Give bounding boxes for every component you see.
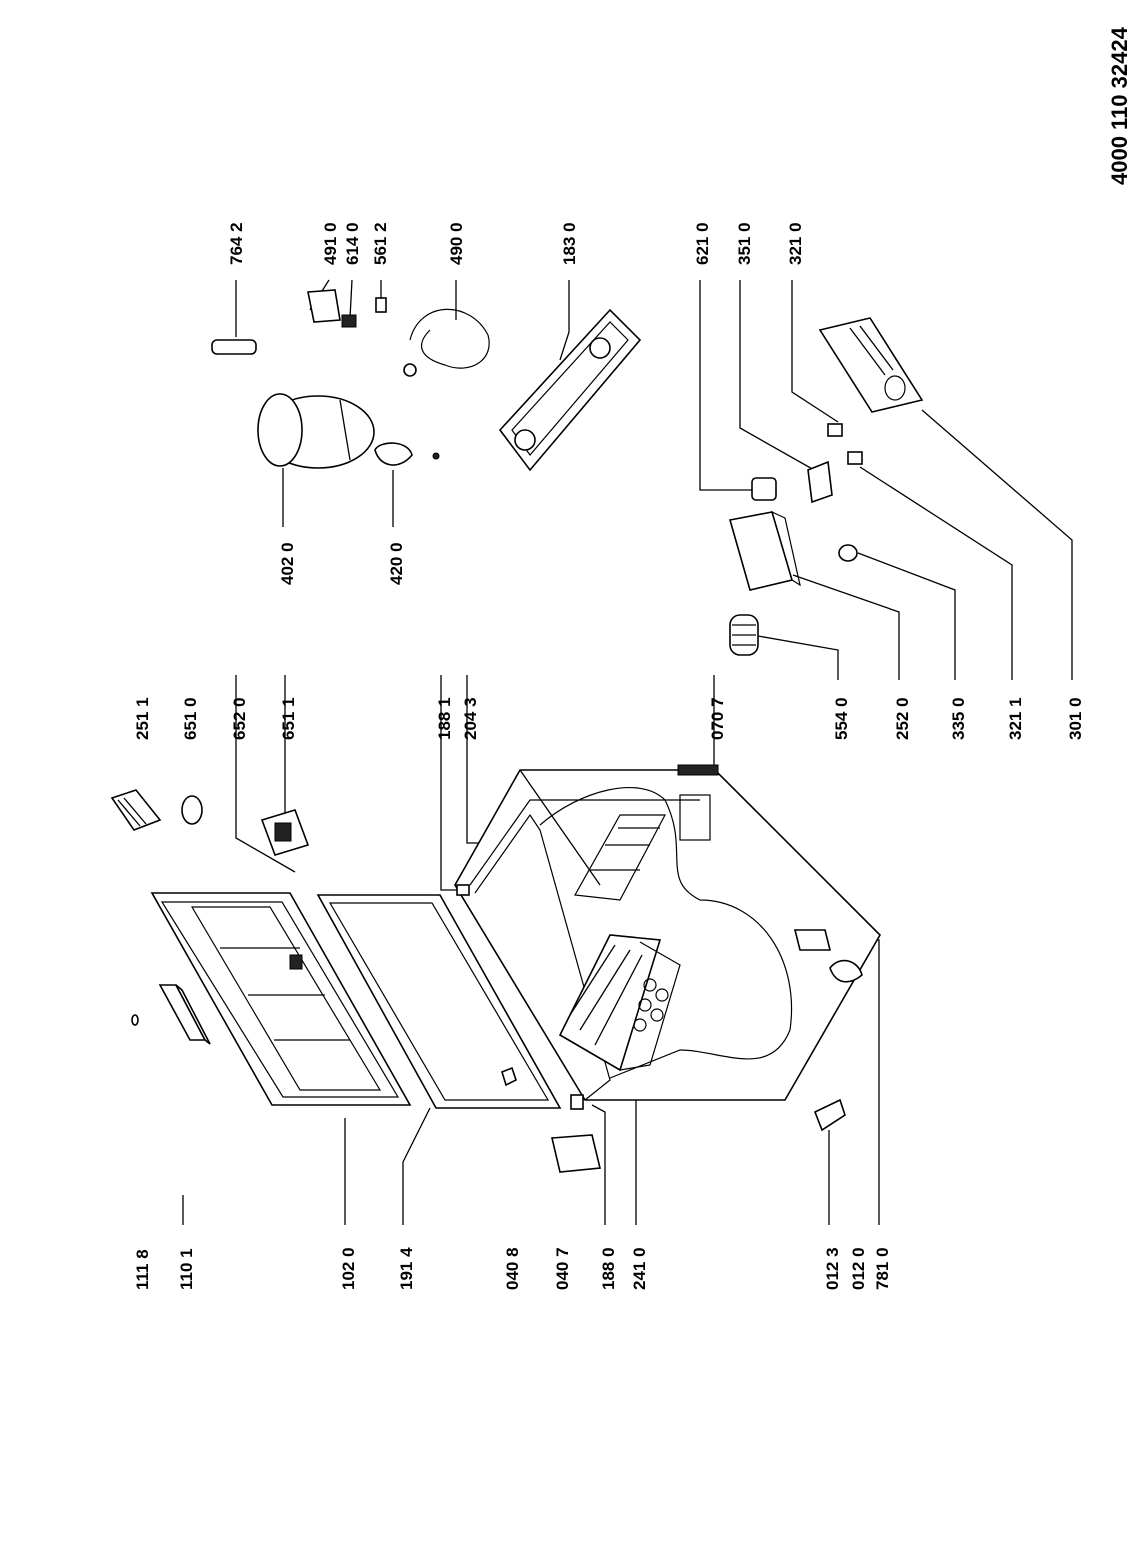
- part-651-1-lamp-housing: [260, 809, 310, 856]
- label-204-3: 204 3: [461, 697, 480, 740]
- part-651-0-bulb: [181, 795, 203, 825]
- label-420-0: 420 0: [387, 542, 406, 585]
- label-321-1: 321 1: [1006, 697, 1025, 740]
- part-040-7-hinge: [551, 1134, 601, 1173]
- part-183-0-plate: [498, 308, 642, 472]
- part-241-0-basket: [558, 934, 681, 1072]
- label-241-0: 241 0: [630, 1247, 649, 1290]
- label-651-1: 651 1: [279, 697, 298, 740]
- part-040-8-hinge: [501, 1066, 517, 1087]
- label-301-0: 301 0: [1066, 697, 1085, 740]
- part-491-0: [307, 289, 341, 323]
- label-040-7: 040 7: [553, 1247, 572, 1290]
- cabinet-body: [454, 764, 881, 1110]
- label-614-0: 614 0: [343, 222, 362, 265]
- part-012-3-foot: [813, 1098, 846, 1132]
- label-764-2: 764 2: [227, 222, 246, 265]
- label-651-0: 651 0: [181, 697, 200, 740]
- part-102-0-lid: [150, 892, 412, 1106]
- part-321-0: [827, 423, 843, 437]
- part-321-1: [847, 451, 863, 465]
- label-781-0: 781 0: [873, 1247, 892, 1290]
- part-110-1-handle: [158, 984, 211, 1045]
- label-252-0: 252 0: [893, 697, 912, 740]
- label-188-0: 188 0: [599, 1247, 618, 1290]
- part-764-2-filter: [211, 339, 257, 355]
- part-402-0-compressor: [257, 393, 375, 469]
- part-191-4-gasket: [316, 894, 562, 1109]
- label-561-2: 561 2: [371, 222, 390, 265]
- label-040-8: 040 8: [503, 1247, 522, 1290]
- part-621-0-switch: [751, 477, 777, 501]
- label-652-0: 652 0: [230, 697, 249, 740]
- label-183-0: 183 0: [560, 222, 579, 265]
- label-110-1: 110 1: [177, 1248, 196, 1290]
- label-321-0: 321 0: [786, 222, 805, 265]
- part-351-0: [807, 460, 833, 504]
- label-402-0: 402 0: [278, 542, 297, 585]
- label-188-1: 188 1: [435, 697, 454, 740]
- label-491-0: 491 0: [321, 222, 340, 265]
- label-351-0: 351 0: [735, 222, 754, 265]
- label-191-4: 191 4: [397, 1247, 416, 1290]
- part-335-0-knob: [838, 544, 858, 562]
- label-251-1: 251 1: [133, 697, 152, 740]
- part-554-0-spring: [729, 614, 759, 656]
- label-070-7: 070 7: [708, 697, 727, 740]
- part-111-8: [131, 1014, 139, 1026]
- part-614-0: [341, 314, 357, 328]
- document-number: 4000 110 32424: [1107, 26, 1132, 185]
- part-561-2: [375, 297, 387, 313]
- part-420-0-relay: [374, 442, 440, 466]
- label-621-0: 621 0: [693, 222, 712, 265]
- label-012-0: 012 0: [849, 1247, 868, 1290]
- label-554-0: 554 0: [832, 697, 851, 740]
- part-301-0-control-panel: [818, 317, 924, 413]
- part-251-1-grille: [110, 789, 162, 831]
- label-102-0: 102 0: [339, 1247, 358, 1290]
- leader-lines: [182, 279, 1073, 1225]
- parts: [110, 289, 924, 1173]
- label-490-0: 490 0: [447, 222, 466, 265]
- label-111-8: 111 8: [133, 1249, 152, 1290]
- label-335-0: 335 0: [949, 697, 968, 740]
- part-252-0-thermostat: [728, 510, 801, 591]
- label-012-3: 012 3: [823, 1247, 842, 1290]
- part-labels: 111 8 110 1 102 0 191 4 040 8 040 7 188 …: [133, 222, 1085, 1290]
- part-490-0-power-cord: [403, 308, 490, 377]
